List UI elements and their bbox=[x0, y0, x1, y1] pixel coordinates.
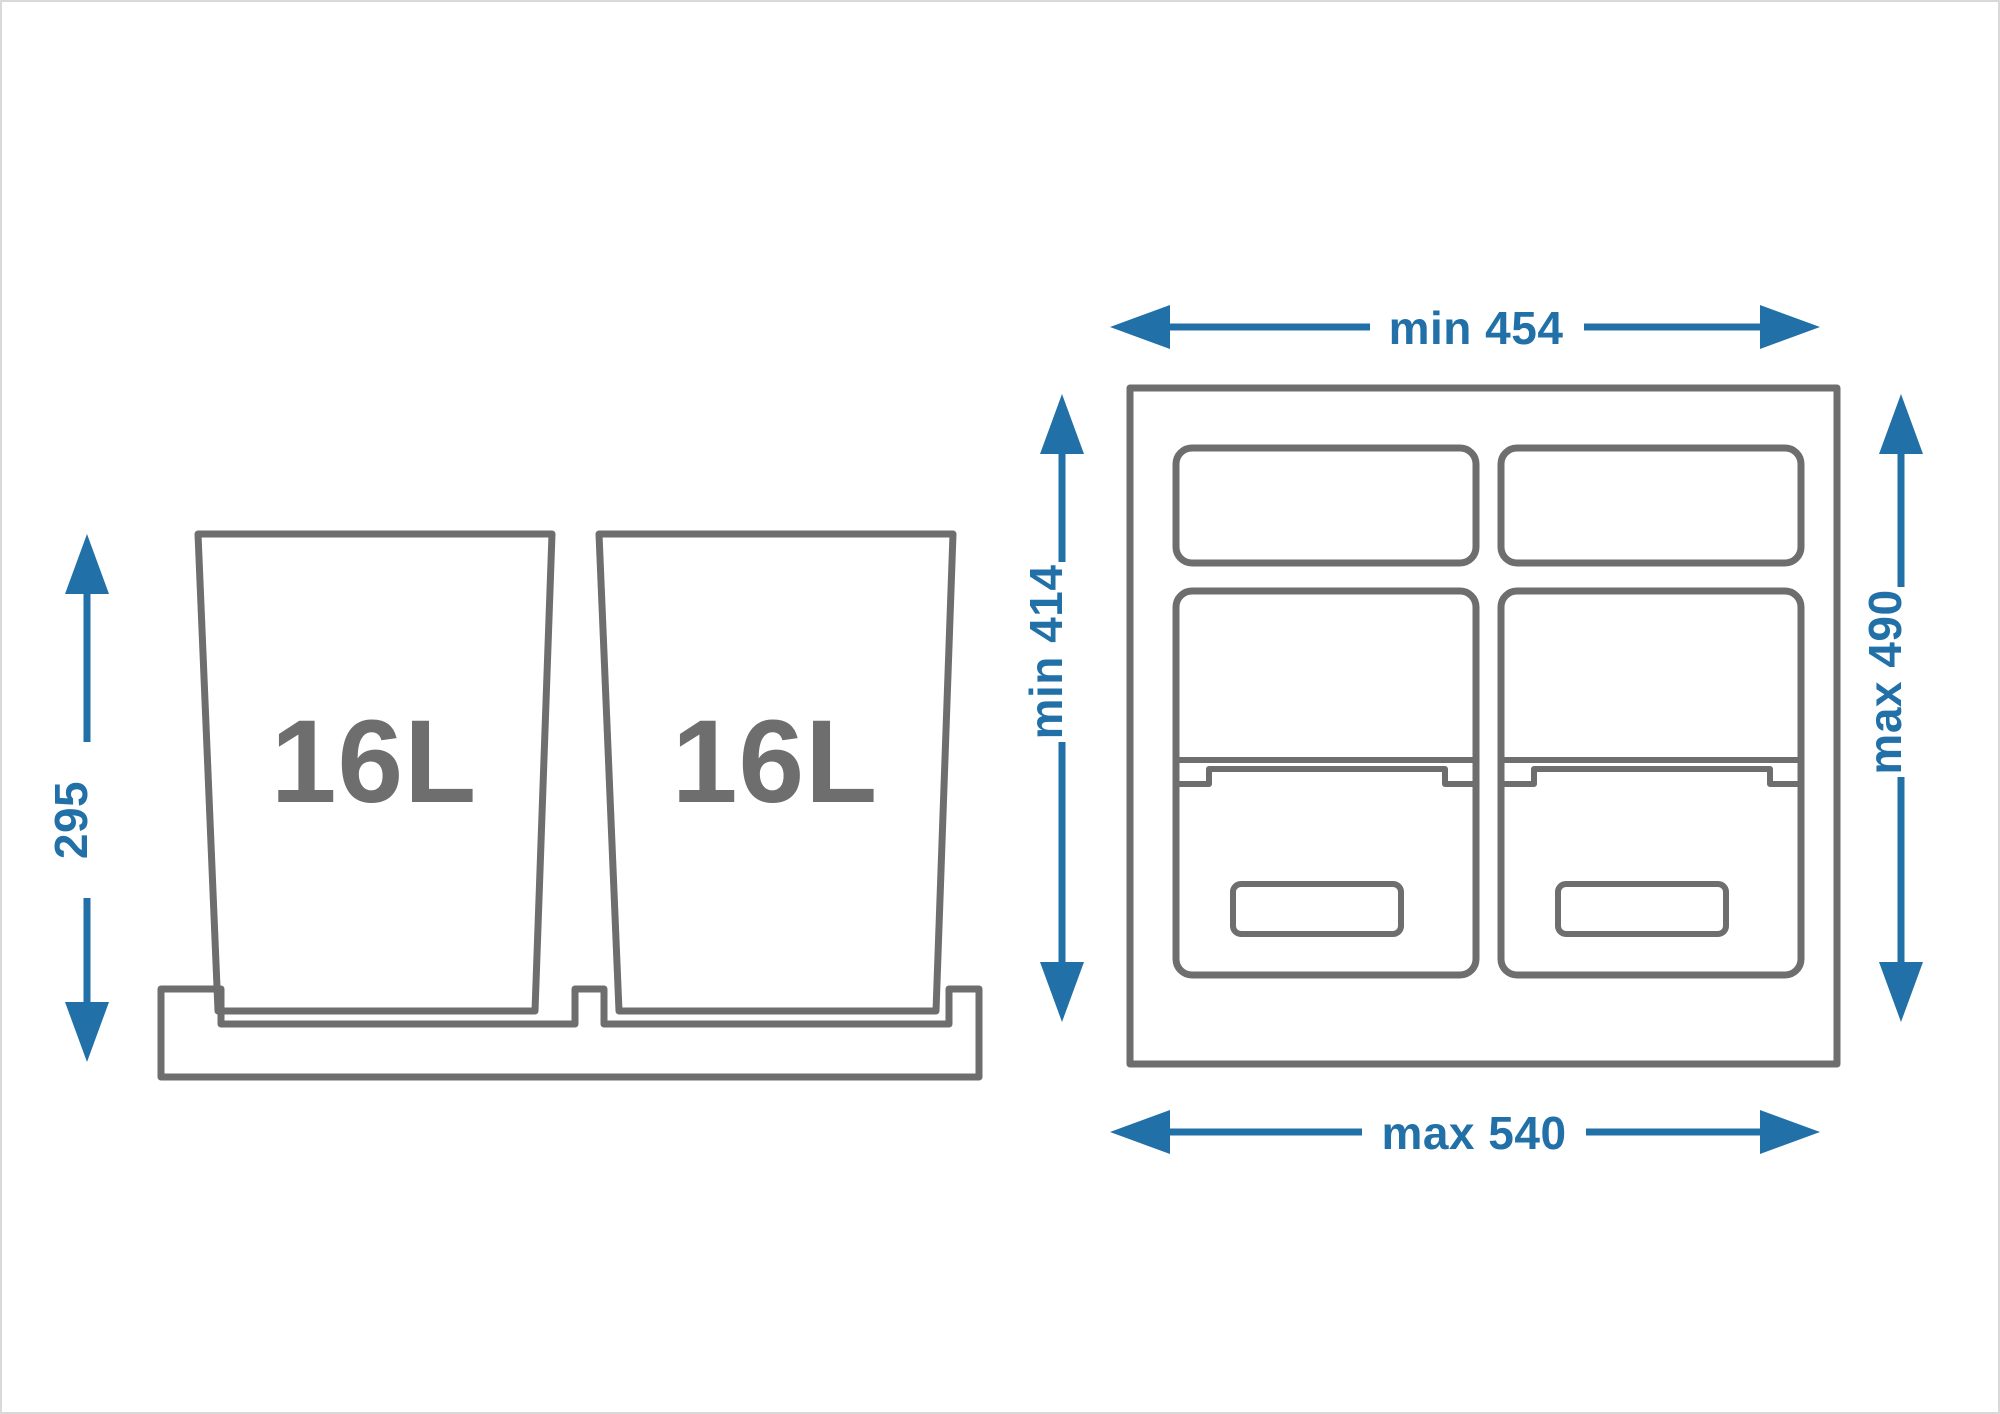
dimension-bin-height: 295 bbox=[45, 534, 109, 1062]
arrowhead-right-icon bbox=[1760, 1110, 1820, 1154]
top-plan-view: min 454 min 414 bbox=[1020, 302, 1923, 1159]
arrowhead-left-icon bbox=[1110, 1110, 1170, 1154]
bin-1-capacity-label: 16L bbox=[271, 696, 477, 828]
front-left-bin bbox=[1172, 587, 1480, 979]
carrier-frame-outline bbox=[157, 985, 983, 1081]
dimension-label-max-540: max 540 bbox=[1381, 1107, 1566, 1159]
bin-1-body bbox=[194, 530, 556, 1015]
arrowhead-right-icon bbox=[1760, 305, 1820, 349]
front-right-drawer-lip bbox=[1498, 766, 1804, 787]
dimension-cabinet-depth-max: max 490 bbox=[1859, 394, 1923, 1022]
bin-2-body bbox=[595, 530, 957, 1015]
dimension-label-295: 295 bbox=[45, 781, 97, 859]
cabinet-outer-frame bbox=[1126, 384, 1841, 1068]
arrowhead-down-icon bbox=[1879, 962, 1923, 1022]
bin-2-capacity-label: 16L bbox=[672, 696, 878, 828]
left-handle-slot bbox=[1230, 881, 1404, 937]
arrowhead-left-icon bbox=[1110, 305, 1170, 349]
front-elevation-view: 295 16L 16L bbox=[45, 530, 983, 1081]
arrowhead-up-icon bbox=[1879, 394, 1923, 454]
right-handle-slot bbox=[1555, 881, 1729, 937]
dimension-cabinet-depth-min: min 414 bbox=[1020, 394, 1084, 1022]
arrowhead-down-icon bbox=[65, 1002, 109, 1062]
bin-carrier-frame bbox=[157, 985, 983, 1081]
arrowhead-up-icon bbox=[1040, 394, 1084, 454]
dimension-cabinet-width-max: max 540 bbox=[1110, 1107, 1820, 1159]
arrowhead-down-icon bbox=[1040, 962, 1084, 1022]
dimension-label-min-414: min 414 bbox=[1020, 565, 1072, 740]
front-left-drawer-lip bbox=[1173, 766, 1479, 787]
dimension-label-max-490: max 490 bbox=[1859, 589, 1911, 774]
bin-1: 16L bbox=[194, 530, 556, 1015]
rear-right-tray bbox=[1497, 444, 1805, 567]
rear-left-tray bbox=[1172, 444, 1480, 567]
front-right-bin bbox=[1497, 587, 1805, 979]
dimension-cabinet-width-min: min 454 bbox=[1110, 302, 1820, 354]
bin-2: 16L bbox=[595, 530, 957, 1015]
dimension-label-min-454: min 454 bbox=[1389, 302, 1564, 354]
arrowhead-up-icon bbox=[65, 534, 109, 594]
